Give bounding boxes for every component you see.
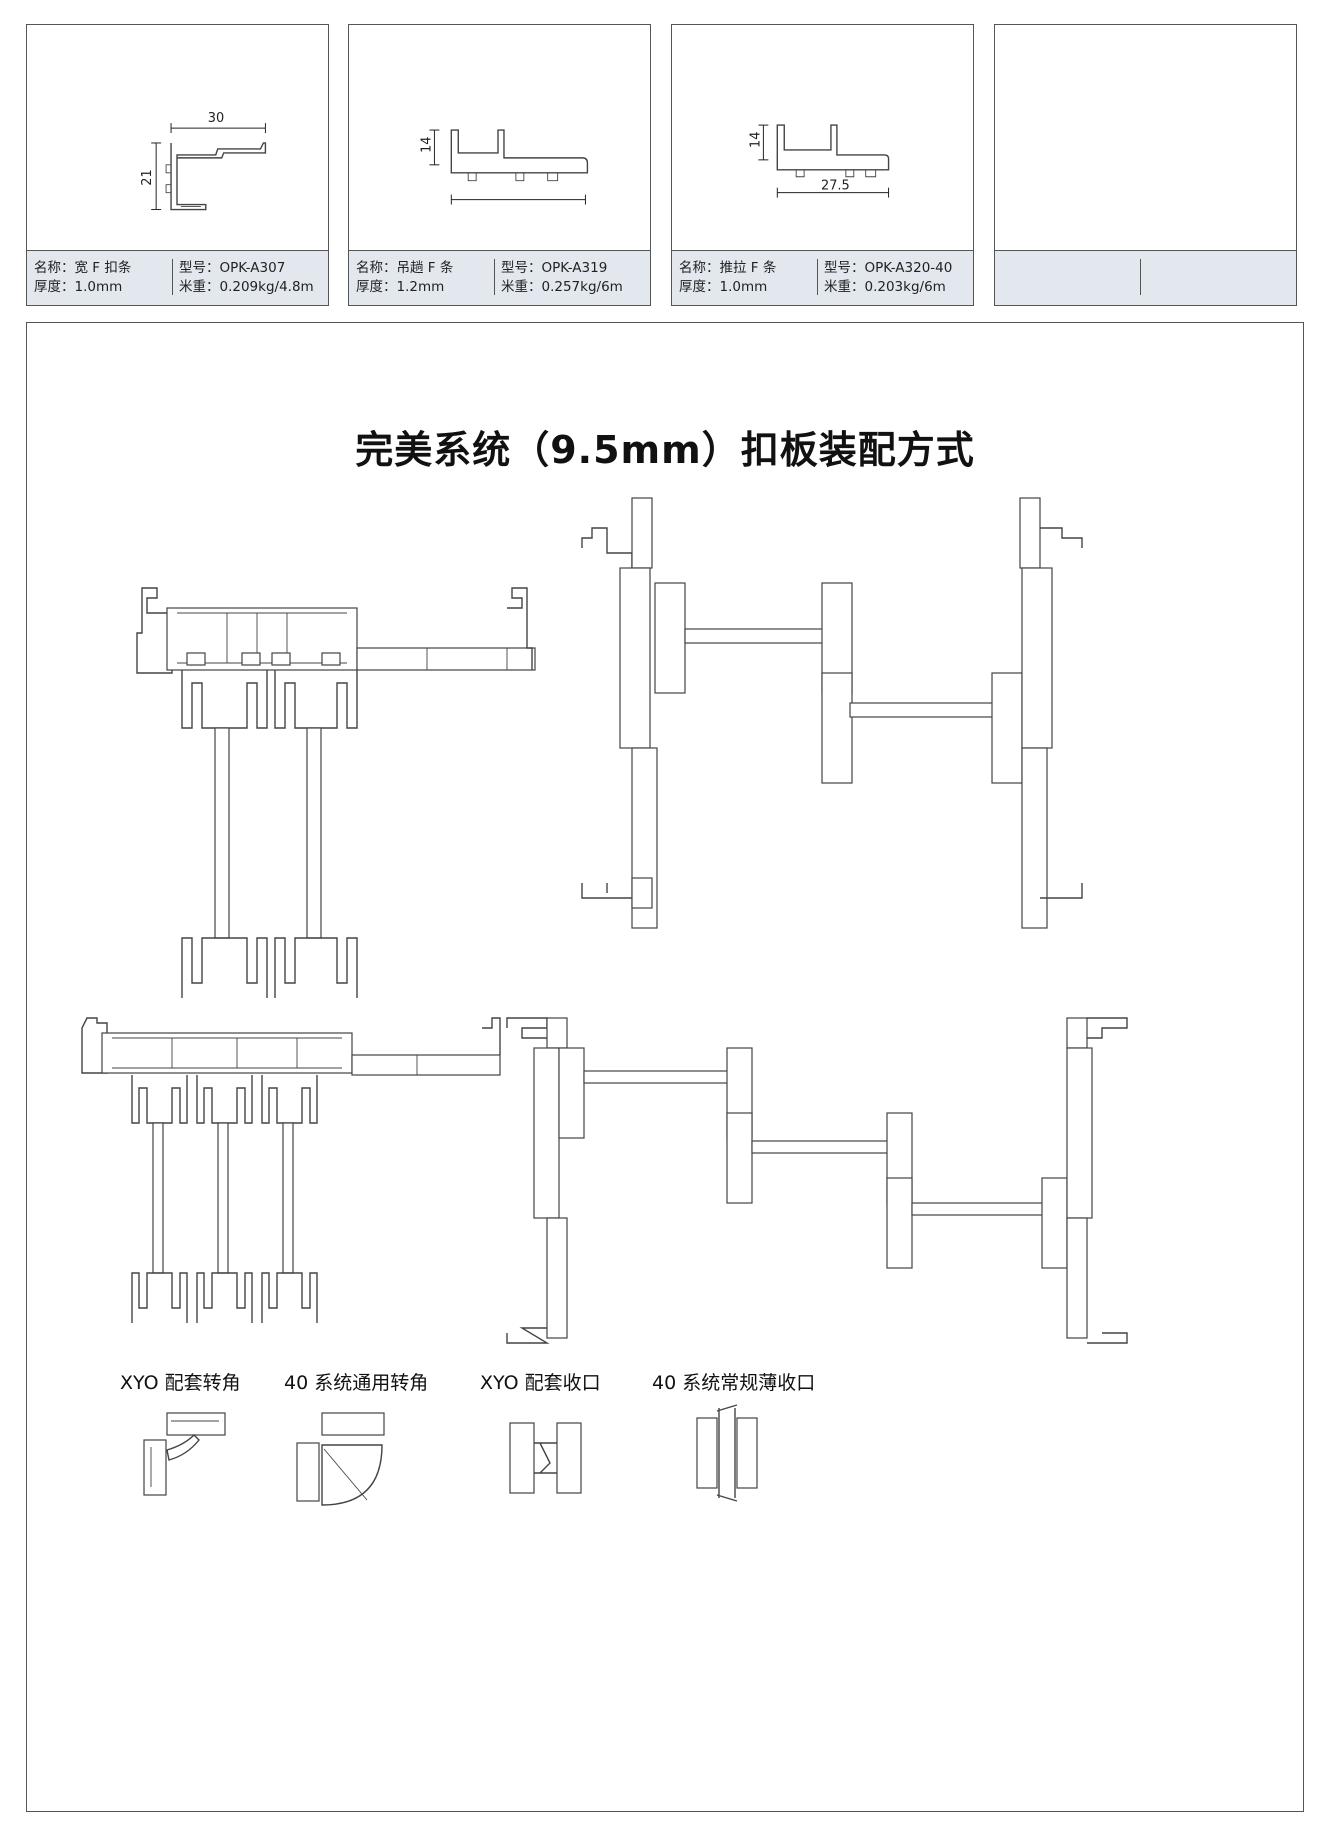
- assembly-drawing-plan-b: [506, 1017, 1128, 1344]
- dim-width: 27.5: [821, 179, 850, 194]
- detail-40-thin-closure: [696, 1404, 758, 1502]
- spec-bar: 名称：宽 F 扣条 厚度：1.0mm 型号：OPK-A307 米重：0.209k…: [27, 250, 328, 305]
- dim-width: 30: [208, 111, 224, 126]
- caption-40-thin-closure: 40 系统常规薄收口: [652, 1372, 816, 1394]
- profile-drawing: 14 27.5: [748, 124, 890, 198]
- thickness-label: 厚度：1.2mm: [356, 279, 445, 295]
- assembly-panel: 完美系统（9.5mm）扣板装配方式: [26, 322, 1304, 1812]
- assembly-drawing-three-track: [81, 1017, 501, 1323]
- profile-drawing: 30 21: [140, 111, 267, 211]
- dim-height: 14: [748, 131, 763, 147]
- caption-xyo-closure: XYO 配套收口: [480, 1372, 601, 1394]
- model-label: 型号：OPK-A307: [179, 260, 286, 276]
- spec-bar: [995, 250, 1296, 305]
- detail-40-corner: [296, 1412, 385, 1506]
- name-label: 名称：推拉 F 条: [679, 260, 777, 276]
- weight-label: 米重：0.209kg/4.8m: [179, 279, 314, 295]
- assembly-drawing-two-track: [136, 587, 536, 998]
- detail-xyo-corner: [143, 1412, 226, 1496]
- caption-xyo-corner: XYO 配套转角: [120, 1372, 241, 1394]
- weight-label: 米重：0.203kg/6m: [824, 279, 946, 295]
- dim-height: 21: [140, 169, 155, 185]
- model-label: 型号：OPK-A320-40: [824, 260, 953, 276]
- dim-height: 14: [419, 136, 434, 152]
- spec-bar: 名称：推拉 F 条 厚度：1.0mm 型号：OPK-A320-40 米重：0.2…: [672, 250, 973, 305]
- product-card-a319: 14 名称：吊趟 F 条 厚度：1.2mm 型号：OPK-A319 米重：0.2…: [348, 24, 651, 306]
- assembly-drawing-plan-a: [581, 497, 1083, 929]
- caption-40-corner: 40 系统通用转角: [284, 1372, 429, 1394]
- thickness-label: 厚度：1.0mm: [34, 279, 123, 295]
- name-label: 名称：宽 F 扣条: [34, 260, 132, 276]
- detail-xyo-closure: [509, 1422, 582, 1494]
- profile-drawing: 14: [419, 129, 589, 205]
- model-label: 型号：OPK-A319: [501, 260, 608, 276]
- thickness-label: 厚度：1.0mm: [679, 279, 768, 295]
- panel-title: 完美系统（9.5mm）扣板装配方式: [355, 428, 975, 472]
- weight-label: 米重：0.257kg/6m: [501, 279, 623, 295]
- product-card-a307: 30 21 名称：宽 F 扣条 厚度：1.0mm 型号：OPK-A307 米重：…: [26, 24, 329, 306]
- spec-bar: 名称：吊趟 F 条 厚度：1.2mm 型号：OPK-A319 米重：0.257k…: [349, 250, 650, 305]
- name-label: 名称：吊趟 F 条: [356, 260, 454, 276]
- product-card-a320: 14 27.5 名称：推拉 F 条 厚度：1.0mm 型号：OPK-A320-4…: [671, 24, 974, 306]
- product-card-empty: [994, 24, 1297, 306]
